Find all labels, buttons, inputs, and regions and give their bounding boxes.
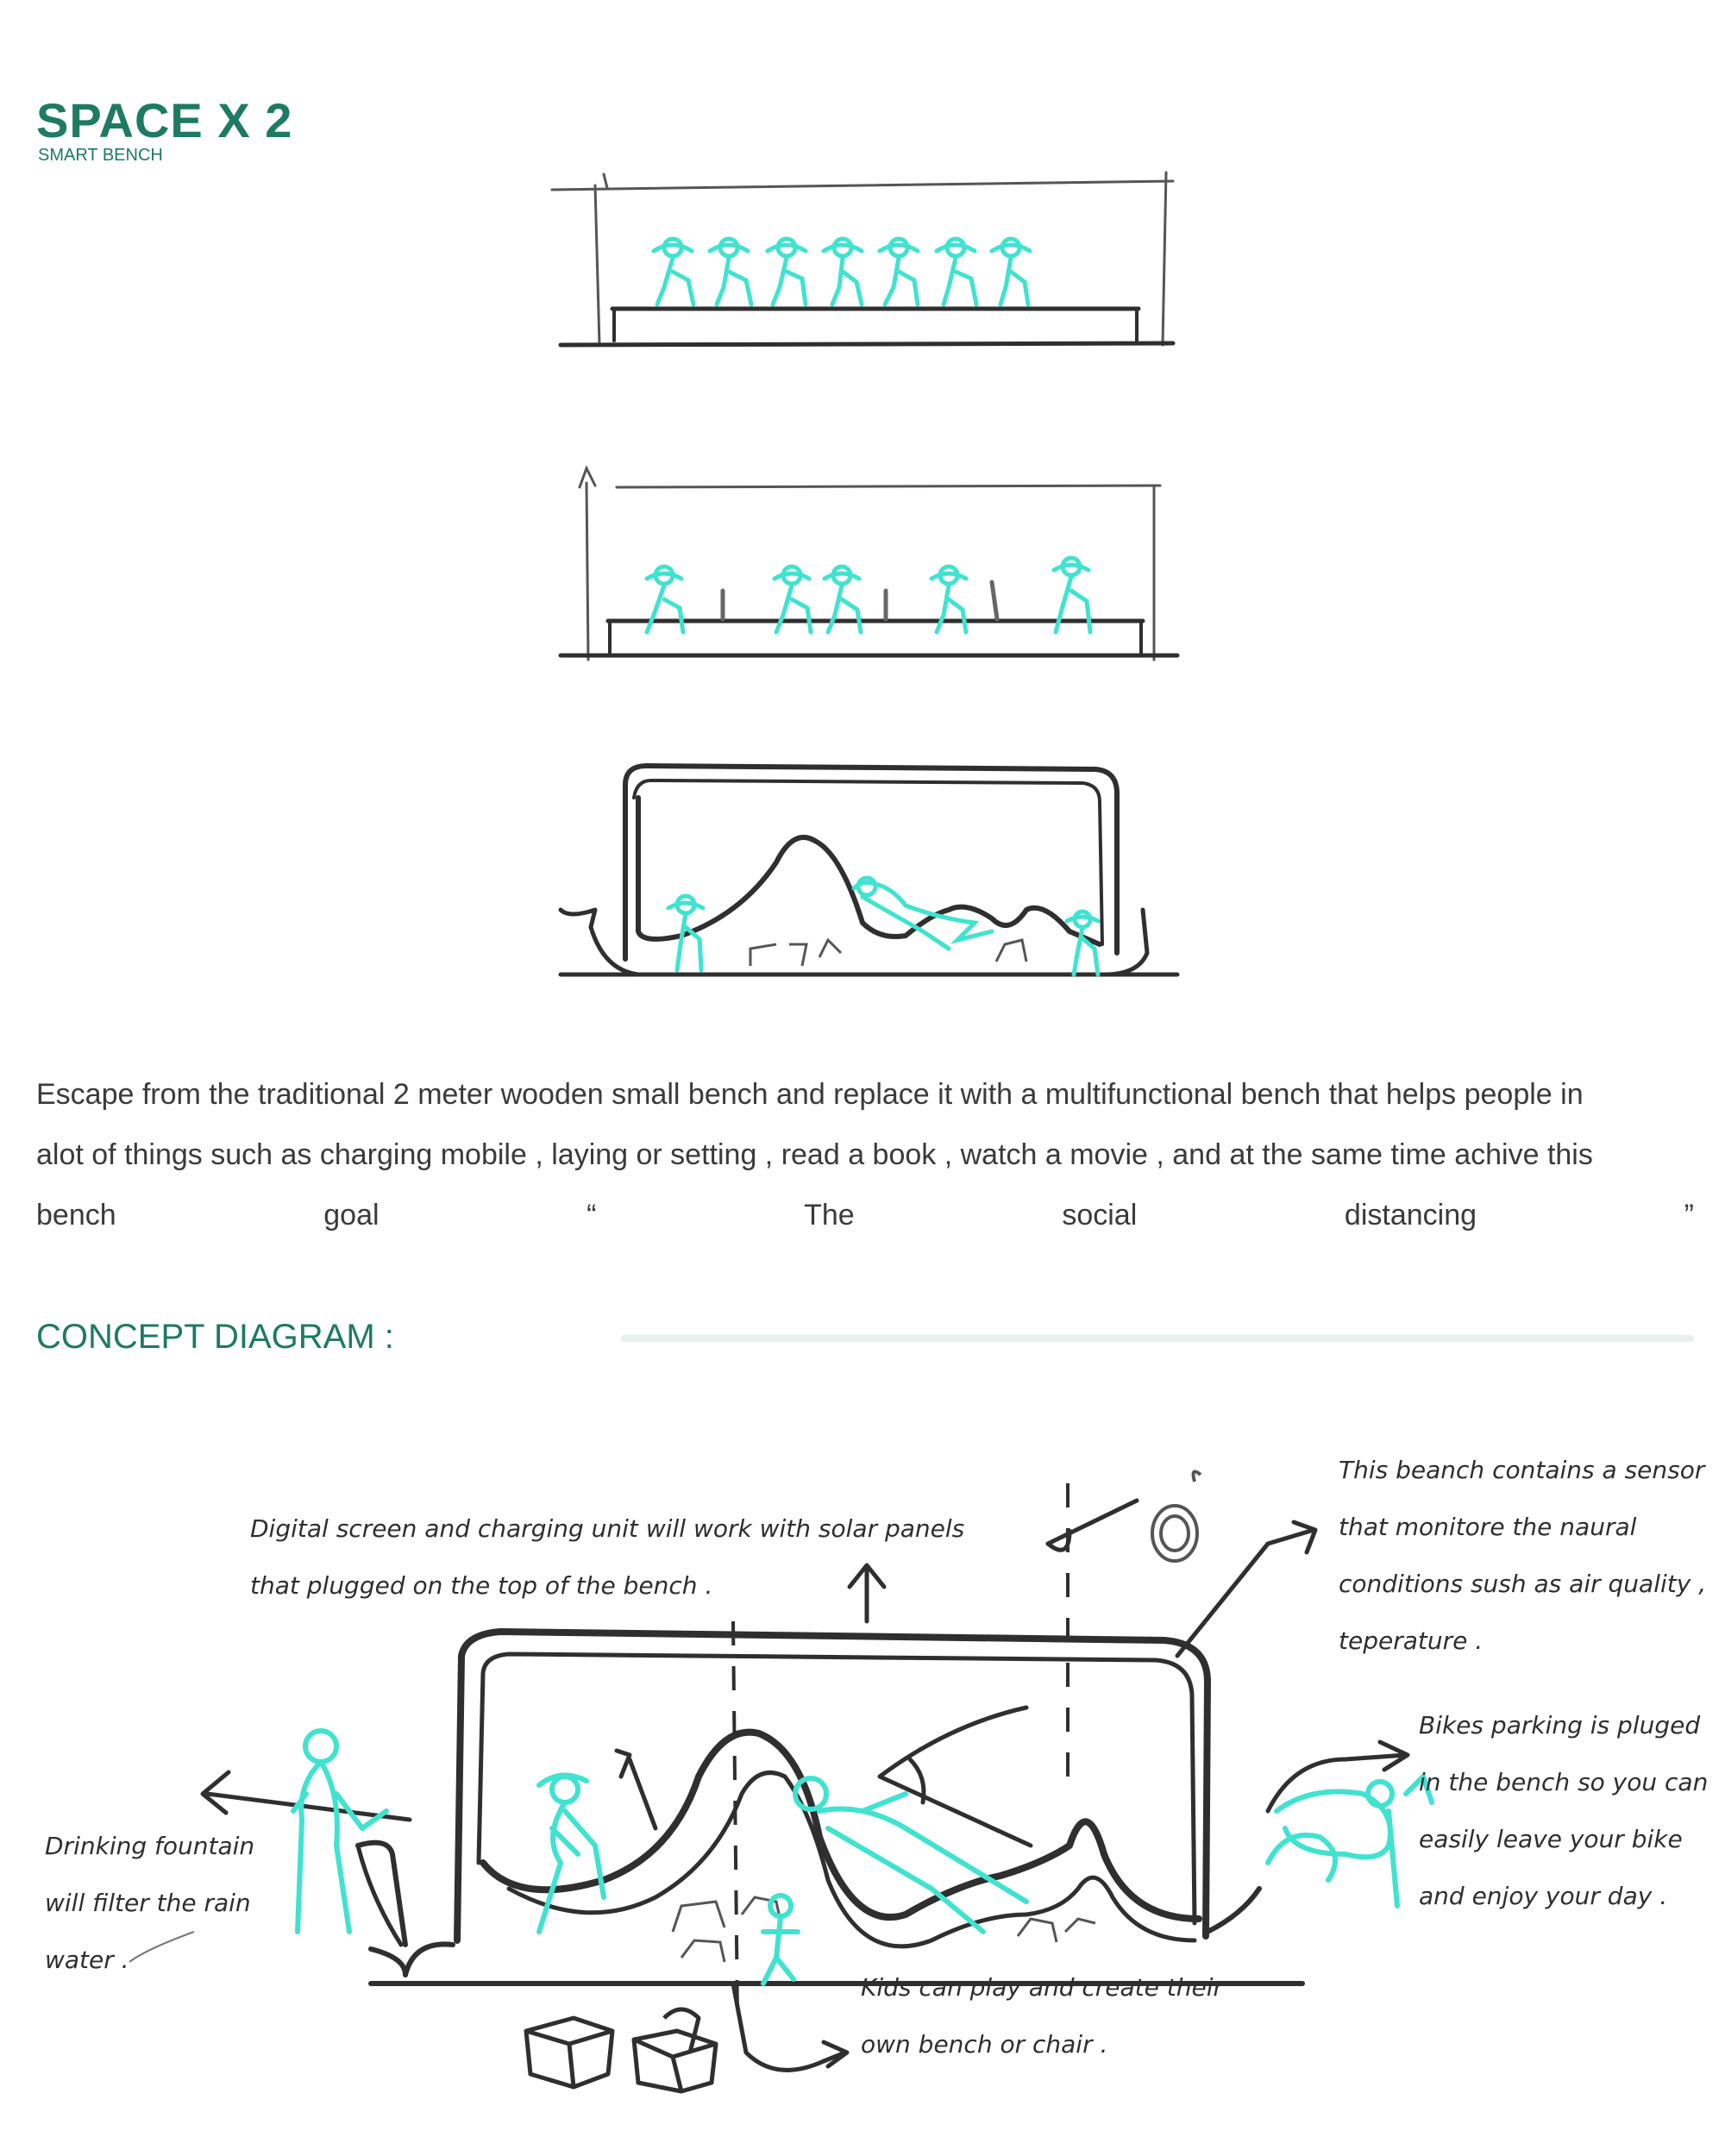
annotation-line: own bench or chair . <box>861 2030 1108 2059</box>
figure-sitting <box>536 1772 606 1934</box>
annotation-line: will filter the rain <box>45 1889 251 1917</box>
description-word: The <box>804 1199 855 1232</box>
annotation-line: This beanch contains a sensor <box>1339 1456 1705 1484</box>
sketch-smart-bench <box>558 763 1180 977</box>
description-word: bench <box>36 1199 116 1232</box>
annotation-line: that monitore the naural <box>1339 1513 1637 1541</box>
description-line-3: bench goal “ The social distancing ” <box>36 1199 1694 1232</box>
annotation-drinking-fountain: Drinking fountain will filter the rain w… <box>45 1818 254 1989</box>
section-divider <box>621 1335 1694 1342</box>
annotation-line: Drinking fountain <box>45 1832 255 1860</box>
description-word: “ <box>586 1199 597 1232</box>
description-word: distancing <box>1344 1199 1477 1232</box>
figure-drinking <box>291 1728 389 1934</box>
description-word: ” <box>1684 1199 1694 1232</box>
annotation-line: teperature . <box>1339 1626 1484 1655</box>
sketch-traditional-bench <box>550 171 1176 348</box>
page-title: SPACE X 2 <box>36 93 293 147</box>
sketch-distanced-bench <box>558 465 1180 661</box>
annotation-line: conditions sush as air quality , <box>1339 1570 1707 1598</box>
annotation-bike-parking: Bikes parking is pluged in the bench so … <box>1419 1697 1708 1925</box>
annotation-sensor: This beanch contains a sensor that monit… <box>1339 1442 1706 1670</box>
annotation-line: Kids can play and create their <box>861 1973 1223 2002</box>
description-line-1: Escape from the traditional 2 meter wood… <box>36 1078 1584 1111</box>
description-word: social <box>1062 1199 1138 1232</box>
annotation-kids-play: Kids can play and create their own bench… <box>861 1959 1223 2073</box>
annotation-line: Digital screen and charging unit will wo… <box>250 1514 965 1543</box>
bike-sketch <box>1265 1774 1434 1908</box>
annotation-line: Bikes parking is pluged <box>1419 1711 1701 1739</box>
annotation-solar-panels: Digital screen and charging unit will wo… <box>250 1501 964 1614</box>
description-word: goal <box>323 1199 380 1232</box>
concept-diagram-sketch <box>129 1470 1434 2094</box>
annotation-line: and enjoy your day . <box>1419 1882 1668 1910</box>
annotation-line: easily leave your bike <box>1419 1825 1683 1853</box>
annotation-line: in the bench so you can <box>1419 1768 1709 1796</box>
page-subtitle: SMART BENCH <box>38 146 163 165</box>
description-line-2: alot of things such as charging mobile ,… <box>36 1138 1593 1171</box>
figure-kid <box>761 1893 800 1986</box>
concept-diagram-title: CONCEPT DIAGRAM : <box>36 1318 394 1356</box>
figure-lying <box>793 1776 1029 1934</box>
annotation-line: that plugged on the top of the bench . <box>250 1571 713 1600</box>
annotation-line: water . <box>45 1946 129 1974</box>
